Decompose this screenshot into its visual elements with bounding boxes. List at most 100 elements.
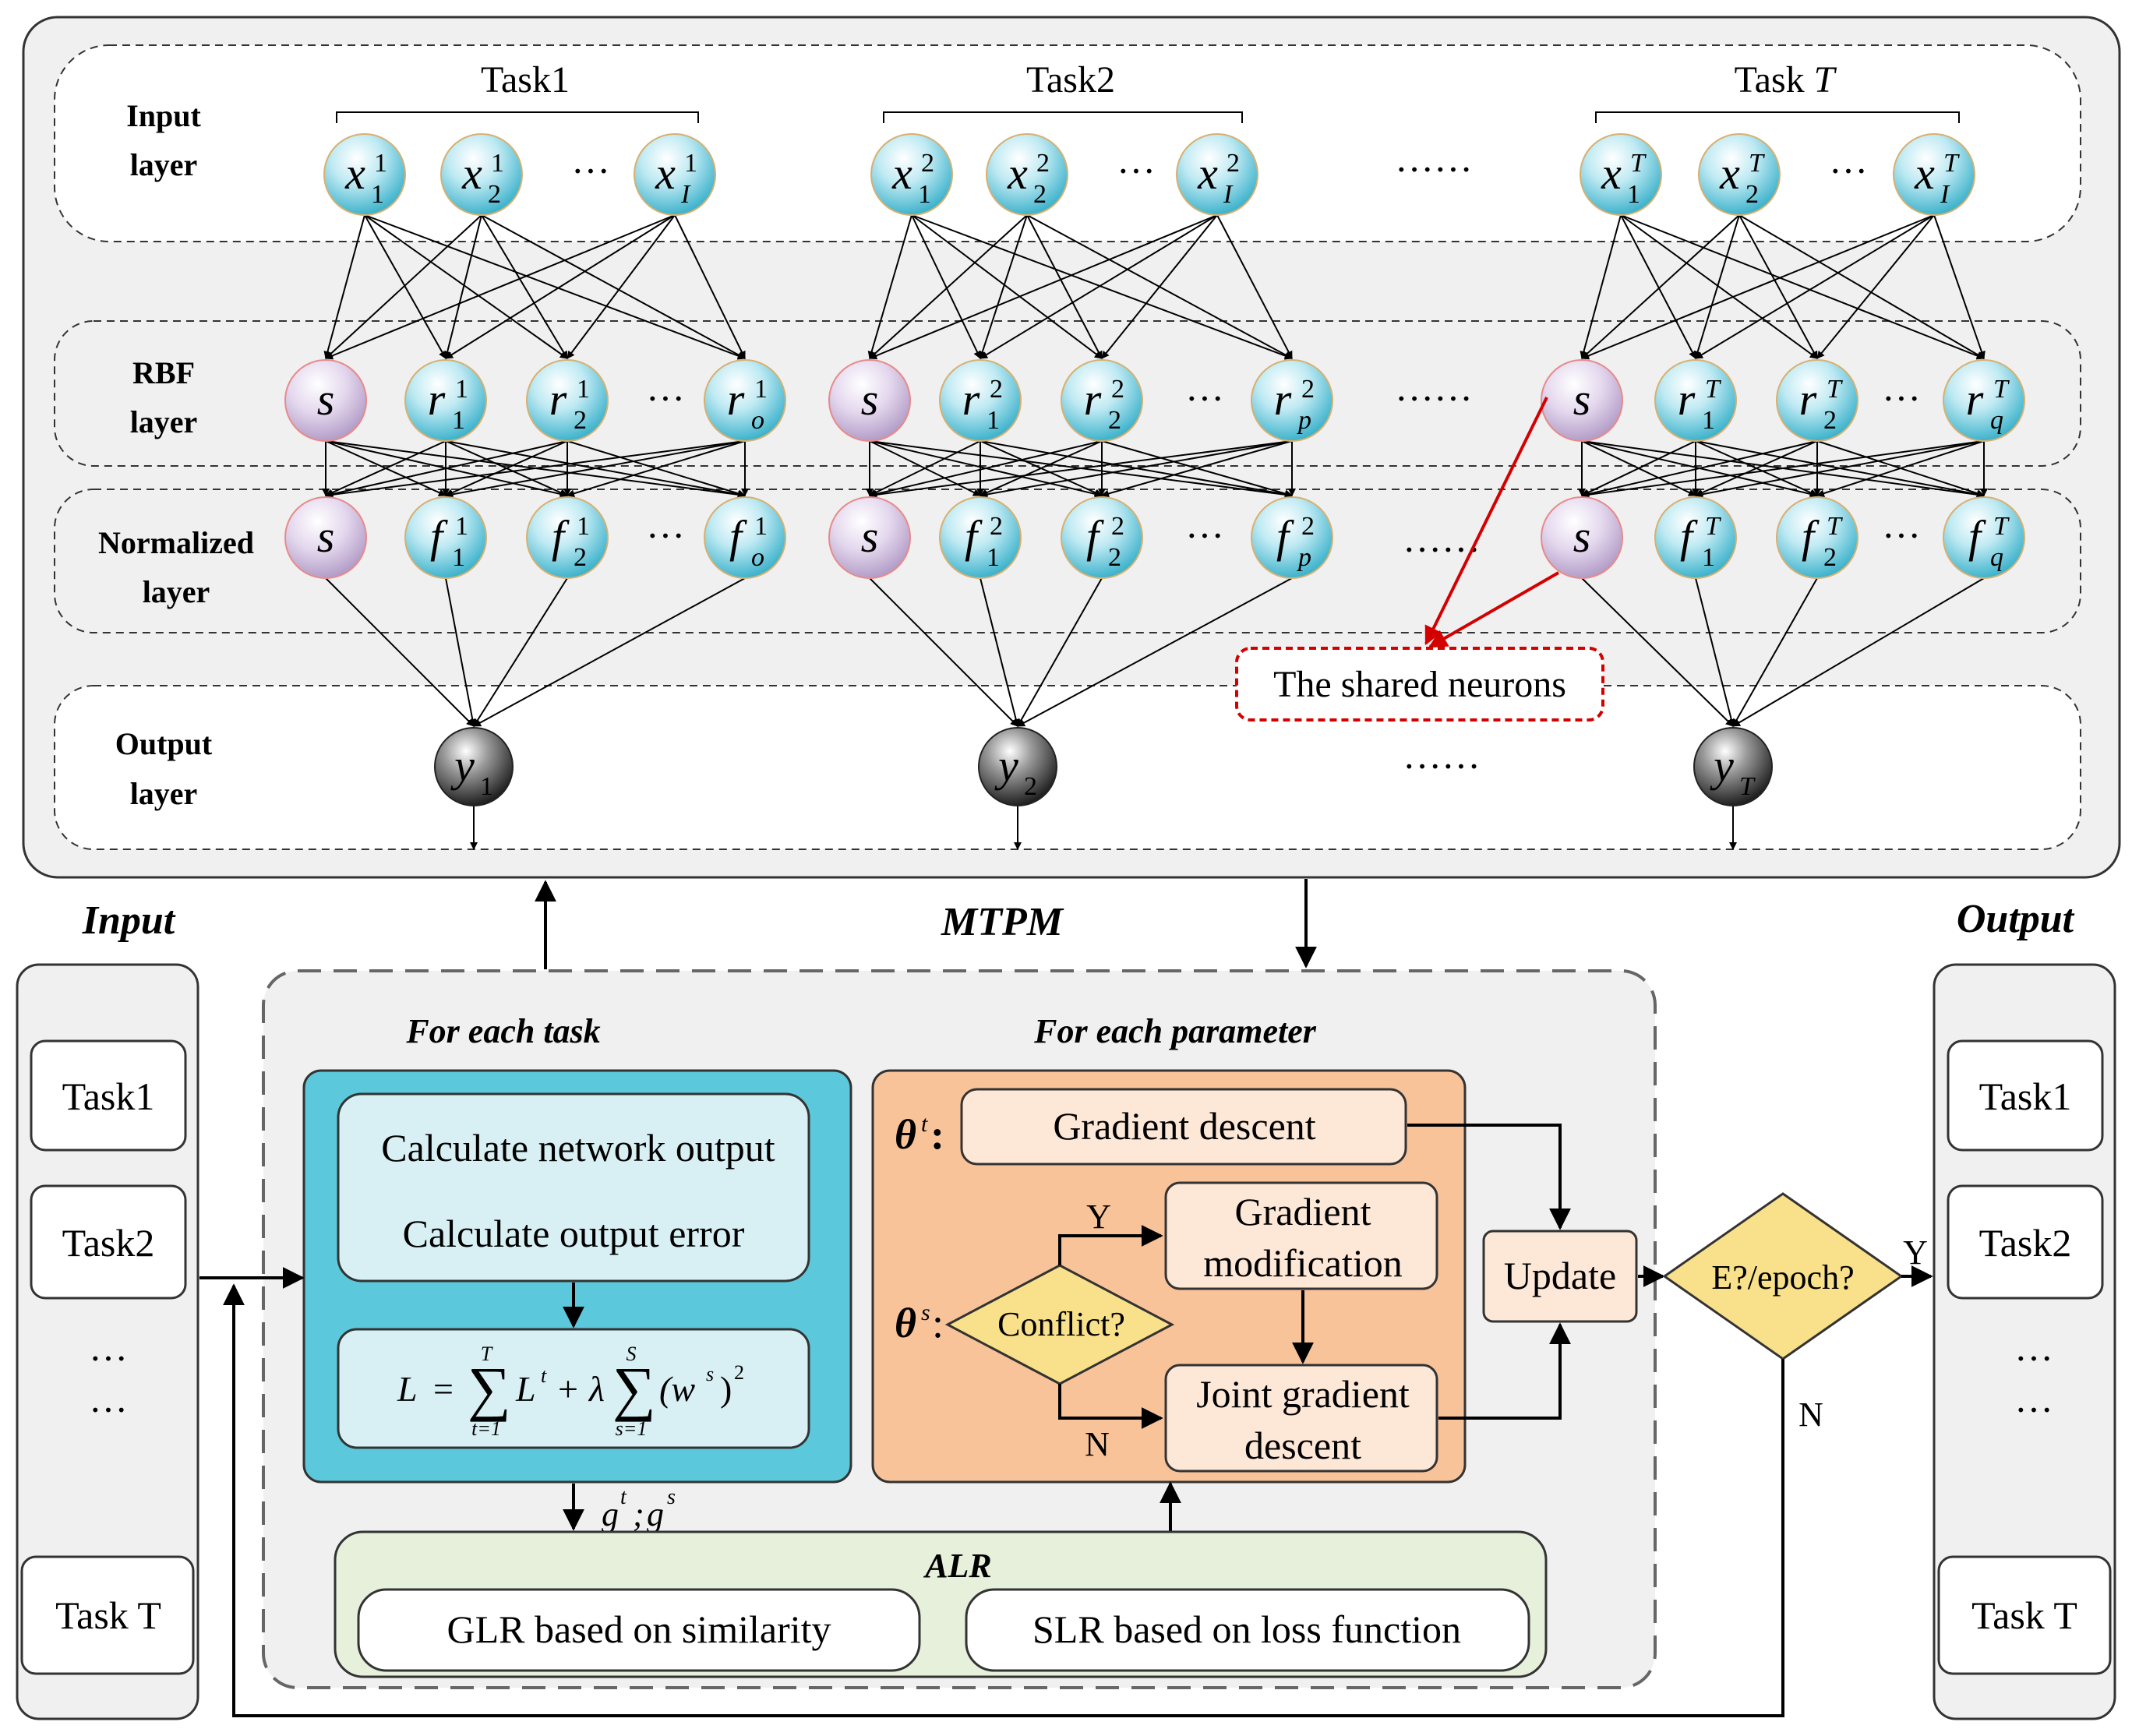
calc-box[interactable] xyxy=(337,1092,810,1283)
input-dots-2: ··· xyxy=(89,1388,128,1431)
task2-rbf-node-3-sup: 2 xyxy=(1111,375,1124,404)
task1-output-node-sub: 1 xyxy=(480,772,493,801)
svg-text:g: g xyxy=(602,1495,619,1533)
glr-box[interactable] xyxy=(357,1588,921,1672)
task3-rbf-node-2-symbol: r xyxy=(1678,374,1696,425)
task2-edge-rbf3-norm1 xyxy=(980,440,1293,499)
task3-edge-in2-rbf0 xyxy=(1581,214,1935,360)
task2-rbf-node-2-sup: 2 xyxy=(990,375,1003,404)
output-taskT-label: Task T xyxy=(1971,1593,2077,1637)
task3-rbf-node-1[interactable]: s xyxy=(1541,359,1623,442)
shared-arrow-2 xyxy=(1428,571,1559,648)
task2-input-ellipsis: ··· xyxy=(1117,149,1156,192)
task3-rbf-node-2-sub: 1 xyxy=(1702,406,1715,435)
task2-edge-rbf3-norm0 xyxy=(869,440,1293,499)
output-task2-box[interactable] xyxy=(1947,1184,2104,1300)
glr-label: GLR based on similarity xyxy=(447,1607,831,1651)
task1-label: Task1 xyxy=(481,59,570,101)
input-task2-box[interactable] xyxy=(30,1184,187,1300)
task3-input-node-1-circle xyxy=(1580,133,1662,216)
update-box[interactable] xyxy=(1482,1230,1638,1323)
joint-gradient-box[interactable] xyxy=(1164,1364,1438,1473)
output-taskT-box[interactable] xyxy=(1937,1555,2112,1675)
task2-rbf-node-1-symbol: s xyxy=(861,374,879,425)
task3-norm-node-2-sub: 1 xyxy=(1702,543,1715,572)
arrow-conflict-no xyxy=(1058,1384,1163,1429)
task1-input-node-3-circle xyxy=(634,133,716,216)
task2-norm-node-4-sup: 2 xyxy=(1301,512,1315,541)
normalized-layer-label: Normalized xyxy=(98,525,254,560)
task1-norm-node-1[interactable]: s xyxy=(284,496,367,579)
task1-input-node-2-sup: 1 xyxy=(491,149,504,178)
output-dots-2: ··· xyxy=(2014,1388,2053,1431)
task2-norm-node-1[interactable]: s xyxy=(828,496,911,579)
slr-box[interactable] xyxy=(965,1588,1530,1672)
loss-box[interactable] xyxy=(337,1328,810,1449)
task1-rbf-node-4-circle xyxy=(704,359,786,442)
task1-input-node-2-sub: 2 xyxy=(488,180,501,209)
task3-edge-norm3-out xyxy=(1732,577,1985,727)
task3-edge-in2-rbf3 xyxy=(1933,214,1986,359)
task2-rbf-node-1-circle xyxy=(828,359,911,442)
task2-rbf-node-3-sub: 2 xyxy=(1108,406,1121,435)
svg-text:): ) xyxy=(720,1369,732,1409)
output-task1-box[interactable] xyxy=(1947,1039,2104,1152)
gradient-modification-box[interactable] xyxy=(1164,1181,1438,1290)
task1-norm-node-4-circle xyxy=(704,496,786,579)
task1-rbf-node-1[interactable]: s xyxy=(284,359,367,442)
task1-input-node-3-sup: 1 xyxy=(684,149,697,178)
task2-norm-node-2-sup: 2 xyxy=(990,512,1003,541)
task1-norm-node-3-sup: 1 xyxy=(577,512,590,541)
task2-input-node-1-sub: 1 xyxy=(918,180,931,209)
svg-text:t: t xyxy=(921,1111,928,1137)
task3-norm-node-1[interactable]: s xyxy=(1541,496,1623,579)
gradient-descent-box[interactable] xyxy=(960,1088,1407,1166)
task2-brace xyxy=(883,111,1243,123)
check-no-label: N xyxy=(1798,1396,1823,1434)
task2-rbf-node-1[interactable]: s xyxy=(828,359,911,442)
task2-input-node-2-sup: 2 xyxy=(1036,149,1050,178)
svg-text:2: 2 xyxy=(734,1361,744,1384)
task2-input-node-2-symbol: x xyxy=(1007,148,1028,199)
task1-edge-rbf2-norm1 xyxy=(445,440,568,496)
task3-norm-node-3-circle xyxy=(1776,496,1858,579)
task3-input-node-1-sub: 1 xyxy=(1627,180,1640,209)
task3-edge-in1-rbf2 xyxy=(1738,214,1818,359)
arrow-gd-to-update xyxy=(1407,1124,1571,1230)
input-taskT-box[interactable] xyxy=(20,1555,195,1675)
input-panel-title: Input xyxy=(82,898,176,943)
input-task1-box[interactable] xyxy=(30,1039,187,1152)
task3-rbf-node-2-sup: T xyxy=(1705,375,1721,404)
